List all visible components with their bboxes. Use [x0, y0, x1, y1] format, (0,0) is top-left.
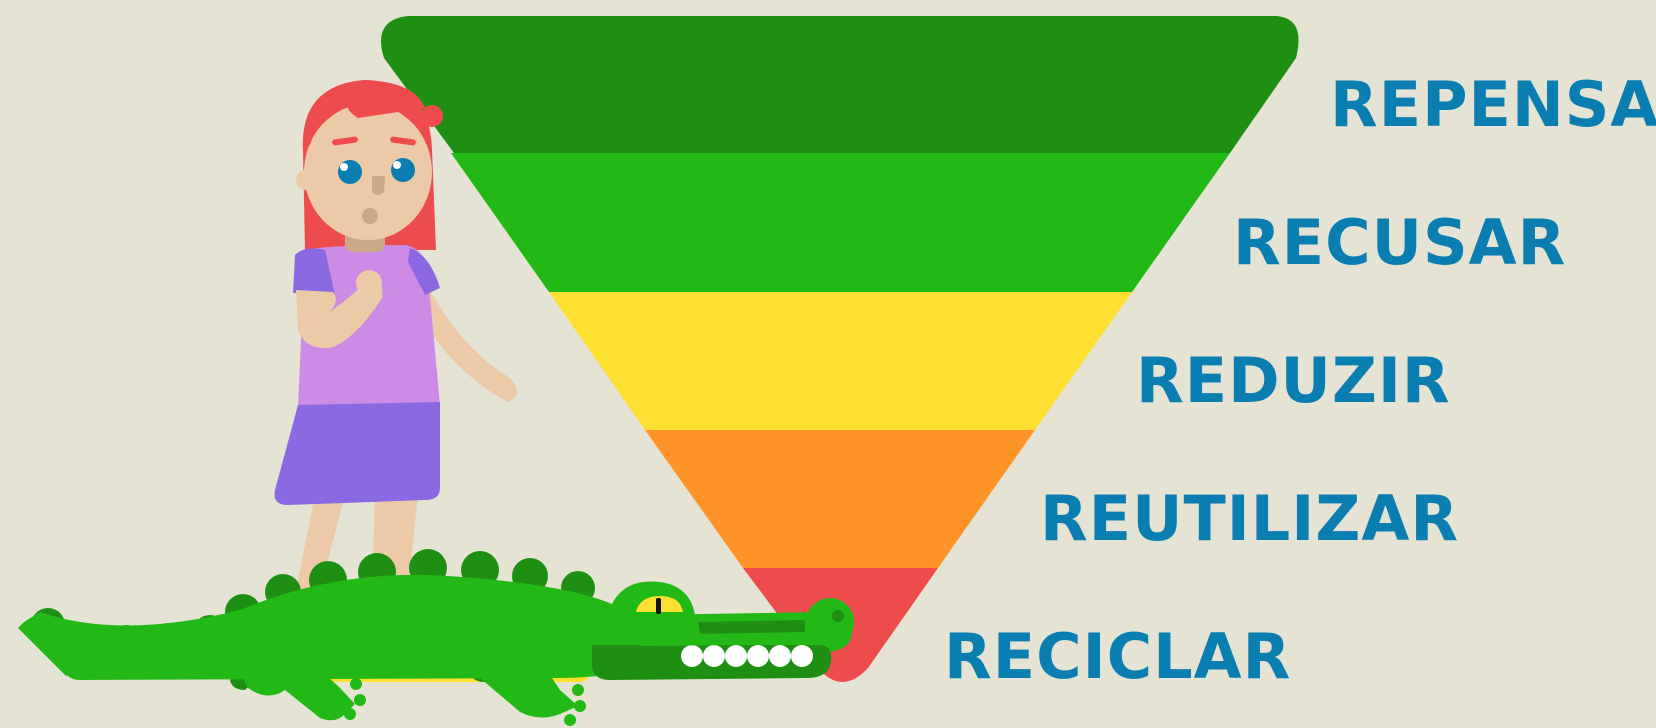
- pyramid-level-repensar: [381, 16, 1299, 153]
- label-reutilizar: REUTILIZAR: [1040, 488, 1459, 550]
- crocodile-illustration: [18, 549, 854, 726]
- pyramid-level-reutilizar: [645, 430, 1035, 568]
- label-recusar: RECUSAR: [1233, 212, 1566, 274]
- label-reduzir: REDUZIR: [1136, 350, 1451, 412]
- label-reciclar: RECICLAR: [944, 626, 1291, 688]
- pyramid-level-recusar: [451, 153, 1230, 292]
- pyramid-level-reduzir: [549, 292, 1132, 430]
